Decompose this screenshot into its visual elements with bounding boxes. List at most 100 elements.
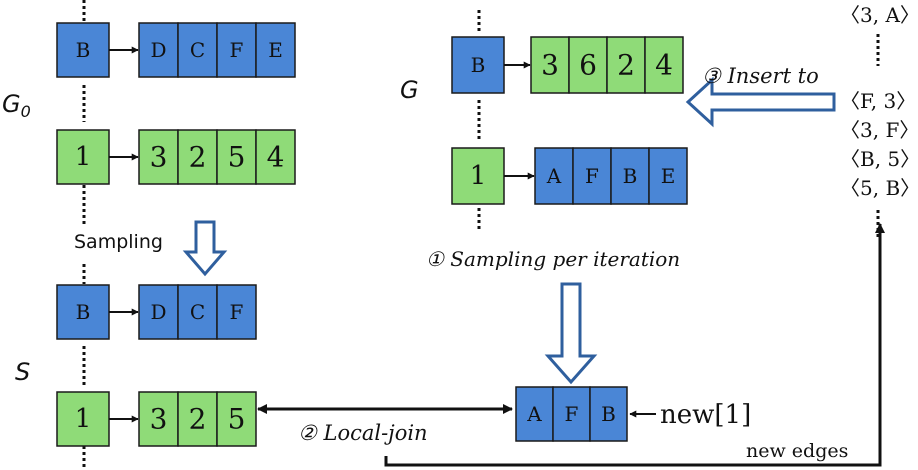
g-list-b-item-3: 4 [644,36,684,94]
g0-list-b-head-box [56,22,110,78]
s-list-1-item-2: 5 [216,391,257,447]
step2-label: ② Local-join [298,421,428,445]
g-list-b-item-2-box [606,36,646,94]
g0-list-1-head-box [56,129,110,185]
g-list-1-item-3-text: E [661,164,676,188]
g0-list-1-item-2-text: 5 [228,141,246,174]
g-list-b-item-1-box [568,36,608,94]
s-list-b-item-2-text: F [230,300,244,324]
s-list-1-item-2-text: 5 [228,403,246,436]
g-list-1-item-1-box [572,147,612,205]
s-list-1-head-text: 1 [75,404,92,434]
g0-list-b-item-3: E [255,22,296,78]
label-g0: G0 [2,90,31,121]
new-edges-arrow [384,223,885,467]
g-list-1-item-3: E [648,147,688,205]
step1-hollow-arrow [544,282,598,385]
s-list-b-item-0-text: D [150,300,166,324]
g-list-b-item-0: 3 [530,36,570,94]
g0-list-1-item-0-box [138,129,179,185]
s-list-b-item-2: F [216,284,257,340]
g-list-b-item-3-box [644,36,684,94]
g0-list-b-item-1-box [177,22,218,78]
g0-list-b-head-text: B [76,38,91,62]
g-list-b-item-2-text: 2 [617,49,635,82]
g-list-1-item-1-text: F [585,164,599,188]
s-list-b-item-1: C [177,284,218,340]
g-list-b-item-3-text: 4 [655,49,673,82]
g-list-b-head: B [451,36,505,94]
s-list-1-head-box [56,391,110,447]
label-g: G [400,76,419,104]
s-list-1-item-0-text: 3 [150,403,168,436]
g0-list-1-head: 1 [56,129,110,185]
s-list-1-head: 1 [56,391,110,447]
new-list-item-2: B [589,386,628,442]
new-list-item-1-text: F [565,402,579,426]
step1-label: ① Sampling per iteration [426,247,680,271]
g0-list-1-item-3-text: 4 [267,141,285,174]
s-list-b-item-0: D [138,284,179,340]
g0-list-b-item-2: F [216,22,257,78]
new-list-item-1: F [552,386,591,442]
edge-pair-1: 〈3, F〉 [840,118,918,142]
new-list-item-0: A [515,386,554,442]
g-list-1-head: 1 [451,147,505,205]
new-list-item-0-box [515,386,554,442]
s-list-b-head-text: B [76,300,91,324]
step3-label: ③ Insert to [702,64,819,88]
g-list-1-item-2-text: B [623,164,638,188]
label-s: S [15,358,30,386]
g-list-b-head-text: B [471,53,486,77]
g0-list-1-item-0: 3 [138,129,179,185]
step3-hollow-arrow [685,76,836,128]
new-list-item-0-text: A [526,402,542,426]
g0-list-b-head: B [56,22,110,78]
g-list-b-item-1-text: 6 [579,49,597,82]
g-list-1-head-text: 1 [470,161,487,191]
g-list-1-item-0-text: A [546,164,562,188]
new-list-label: new[1] [660,400,751,430]
g0-list-1-item-2-box [216,129,257,185]
edge-pair-top: 〈3, A〉 [840,3,918,27]
g-list-b-item-0-box [530,36,570,94]
g0-list-1-item-3: 4 [255,129,296,185]
g0-list-1-item-2: 5 [216,129,257,185]
new-list-item-2-text: B [601,402,616,426]
new-list-item-2-box [589,386,628,442]
new-list-item-1-box [552,386,591,442]
s-list-1-item-0: 3 [138,391,179,447]
g0-list-1-item-1-text: 2 [189,141,207,174]
s-list-b-item-1-text: C [190,300,205,324]
s-list-b-item-1-box [177,284,218,340]
sampling-label: Sampling [74,231,163,253]
s-list-1-item-1: 2 [177,391,218,447]
g-list-b-item-1: 6 [568,36,608,94]
s-list-1-item-1-box [177,391,218,447]
g0-list-b-item-0-text: D [150,38,166,62]
edge-pair-0: 〈F, 3〉 [840,89,916,113]
s-list-1-item-1-text: 2 [189,403,207,436]
edge-pair-3: 〈5, B〉 [840,176,918,200]
edge-pair-2: 〈B, 5〉 [840,147,918,171]
s-list-1-item-2-box [216,391,257,447]
g0-list-1-item-1: 2 [177,129,218,185]
g-list-1-item-3-box [648,147,688,205]
g0-list-b-item-1: C [177,22,218,78]
g0-list-b-item-0: D [138,22,179,78]
g-list-b-item-0-text: 3 [541,49,559,82]
g0-list-1-head-text: 1 [75,142,92,172]
s-list-b-item-2-box [216,284,257,340]
g-list-b-head-box [451,36,505,94]
s-list-b-head-box [56,284,110,340]
g0-list-b-item-2-text: F [230,38,244,62]
g0-list-b-item-3-box [255,22,296,78]
g0-list-1-item-1-box [177,129,218,185]
new-edges-label: new edges [746,440,848,462]
g0-list-1-item-0-text: 3 [150,141,168,174]
g-list-b-item-2: 2 [606,36,646,94]
sampling-hollow-arrow [182,220,228,277]
s-list-b-head: B [56,284,110,340]
